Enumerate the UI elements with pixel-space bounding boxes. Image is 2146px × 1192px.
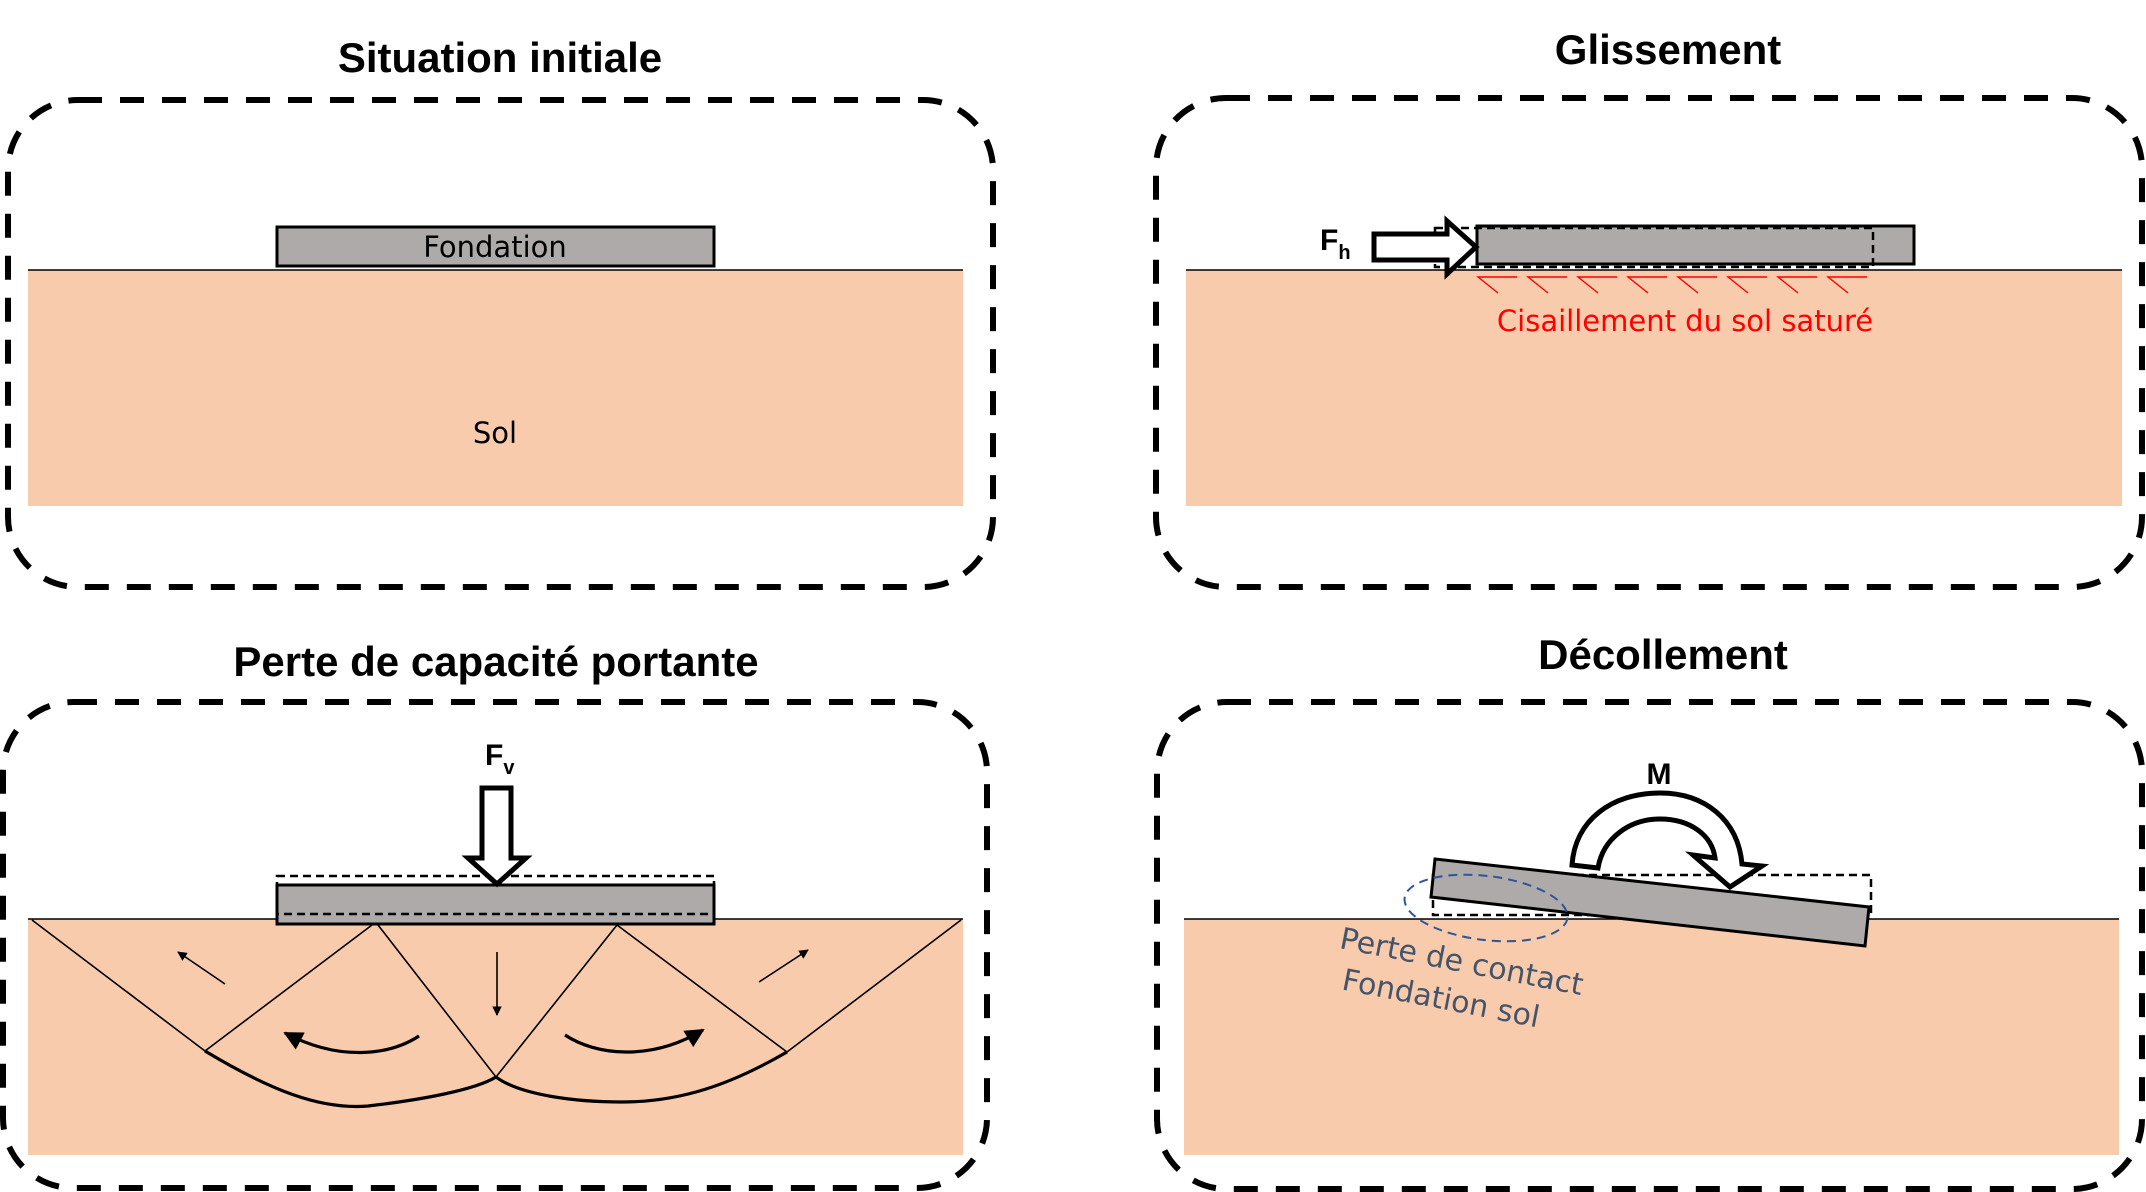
panel-title-initial: Situation initiale [338, 34, 662, 81]
panel-uplift: Décollement M Perte de contact Fondation… [1154, 631, 2145, 1192]
soil-block [1186, 270, 2122, 506]
soil-movement-arrow-icon [758, 949, 809, 983]
panel-title-bearing: Perte de capacité portante [233, 638, 758, 685]
soil-label: Sol [473, 416, 517, 450]
force-label-vertical: Fv [485, 739, 515, 779]
force-label-horizontal: Fh [1320, 224, 1351, 264]
failure-surface-left [204, 1049, 497, 1109]
soil-block [28, 270, 963, 506]
foundation-original-outline [275, 874, 716, 916]
force-subscript: h [1338, 242, 1350, 264]
force-symbol: F [1320, 224, 1338, 257]
shear-mark [1626, 276, 1667, 294]
vertical-force-arrow-icon [461, 785, 533, 888]
shear-mark [1526, 276, 1567, 294]
shear-label: Cisaillement du sol saturé [1497, 304, 1873, 338]
shear-mark [1826, 276, 1867, 294]
shear-mark [1726, 276, 1767, 294]
shear-mark [1776, 276, 1817, 294]
shear-mark [1676, 276, 1717, 294]
foundation-slab-settled [275, 883, 716, 926]
shear-mark [1576, 276, 1617, 294]
shear-mark [1476, 276, 1517, 294]
failure-surface-right [495, 1050, 788, 1104]
moment-arrow-icon [1569, 790, 1770, 891]
foundation-original-outline [1433, 226, 1875, 269]
panel-title-sliding: Glissement [1555, 26, 1781, 73]
panel-bearing-capacity-loss: Perte de capacité portante Fv [0, 638, 990, 1191]
panel-sliding: Glissement Fh Cisaillement du sol saturé [1153, 26, 2145, 590]
contact-loss-ellipse [1403, 873, 1569, 943]
force-subscript: v [503, 757, 515, 779]
foundation-slab [275, 225, 716, 268]
horizontal-force-arrow-icon [1371, 215, 1480, 280]
moment-label: M [1647, 758, 1672, 791]
panel-frame [1153, 95, 2145, 590]
panel-initial-situation: Situation initiale Fondation Sol [5, 34, 996, 590]
foundation-slab-tilted [1429, 857, 1871, 948]
shear-marks [1476, 276, 1867, 294]
foundation-label: Fondation [423, 230, 567, 264]
rotation-arrow-right-icon [564, 1028, 705, 1054]
soil-block [28, 919, 963, 1155]
soil-block [1184, 919, 2119, 1155]
force-symbol: F [485, 739, 503, 772]
soil-movement-arrow-icon [177, 951, 226, 985]
panel-frame [1154, 699, 2145, 1192]
panel-title-uplift: Décollement [1538, 631, 1788, 678]
foundation-slab-displaced [1475, 224, 1916, 266]
panel-frame [5, 97, 996, 590]
rotation-arrow-left-icon [283, 1031, 420, 1055]
panel-frame [0, 699, 990, 1191]
